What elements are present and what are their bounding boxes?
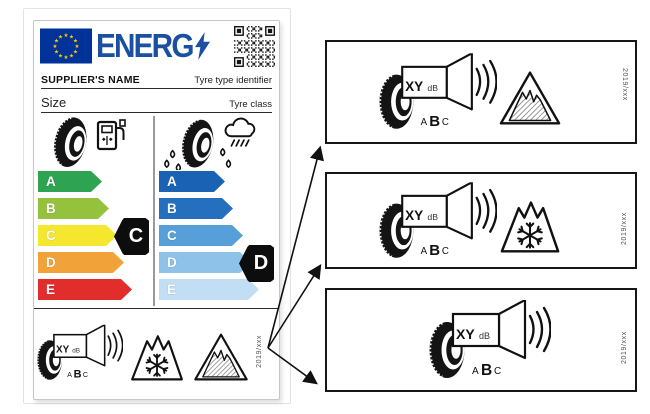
tyre-with-fuel-pump-icon	[36, 116, 152, 170]
svg-text:A: A	[67, 372, 72, 379]
svg-text:A: A	[472, 366, 479, 377]
svg-text:B: B	[74, 369, 82, 381]
regulation-number: 2019/xxx	[621, 331, 628, 364]
fuel-grade-d: D	[38, 252, 124, 273]
column-divider	[153, 116, 155, 306]
wet-grade-c: C	[159, 225, 243, 246]
energy-logo: ENERG	[96, 27, 211, 65]
fuel-grade-scale: A B C D E	[38, 171, 132, 306]
svg-text:★: ★	[58, 34, 63, 41]
pictogram-row: XY dB A B C 2019/xxx	[34, 308, 279, 399]
svg-text:A: A	[421, 246, 428, 257]
svg-text:dB: dB	[427, 212, 438, 222]
svg-text:★: ★	[73, 38, 78, 45]
svg-text:★: ★	[54, 49, 59, 56]
fuel-grade-e: E	[38, 279, 132, 300]
svg-text:C: C	[83, 372, 88, 379]
svg-text:★: ★	[69, 34, 74, 41]
fuel-rating-pointer: C	[114, 218, 149, 255]
wet-grade-b: B	[159, 198, 233, 219]
svg-text:XY: XY	[56, 344, 70, 355]
regulation-number: 2019/xxx	[256, 335, 263, 368]
svg-text:C: C	[442, 117, 449, 128]
svg-text:★: ★	[53, 43, 58, 50]
lightning-bolt-icon	[195, 32, 211, 60]
supplier-row: SUPPLIER'S NAME Tyre type identifier	[41, 69, 272, 89]
callout-noise-only: XY dB A B C 2019/xxx	[325, 288, 637, 392]
snow-grip-icon	[497, 196, 563, 256]
svg-text:B: B	[481, 362, 492, 379]
fuel-grade-a: A	[38, 171, 102, 192]
svg-text:XY: XY	[456, 326, 475, 342]
wet-grade-d: D	[159, 252, 251, 273]
fuel-efficiency-column: A B C D E	[34, 116, 153, 308]
noise-speaker-icon: XY dB A B C	[429, 300, 551, 380]
size-label: Size	[41, 95, 67, 110]
ice-grip-icon	[192, 327, 250, 387]
eu-flag-icon: ★★★★★★★★★★★★	[40, 28, 92, 64]
rating-scales: A B C D E A B C D E	[34, 116, 279, 308]
svg-text:A: A	[421, 117, 428, 128]
fuel-grade-c: C	[38, 225, 117, 246]
size-row: Size Tyre class	[41, 91, 272, 113]
svg-text:★: ★	[64, 54, 69, 61]
tyre-with-rain-cloud-icon	[157, 116, 273, 170]
callout-noise-ice: XY dB A B C 2019/xxx	[325, 40, 637, 144]
tyre-type-identifier: Tyre type identifier	[194, 75, 272, 86]
snow-grip-icon	[128, 327, 186, 387]
svg-text:C: C	[494, 366, 501, 377]
noise-speaker-icon: XY dB A B C	[379, 182, 497, 260]
svg-text:★: ★	[64, 32, 69, 39]
qr-code-icon	[234, 26, 275, 67]
wet-grade-scale: A B C D E	[159, 171, 259, 306]
svg-text:C: C	[442, 246, 449, 257]
svg-text:dB: dB	[427, 83, 438, 93]
svg-text:★: ★	[58, 53, 63, 60]
energy-logo-text: ENERG	[96, 27, 194, 64]
svg-text:B: B	[429, 242, 440, 259]
svg-text:XY: XY	[405, 79, 423, 94]
svg-text:★: ★	[54, 38, 59, 45]
svg-text:XY: XY	[405, 208, 423, 223]
wet-grade-a: A	[159, 171, 225, 192]
fuel-grade-b: B	[38, 198, 109, 219]
tyre-energy-label: ★★★★★★★★★★★★ ENERG SUPPLIER'S NAME Tyre …	[33, 20, 280, 400]
noise-speaker-icon: XY dB A B C	[379, 53, 497, 131]
ice-grip-icon	[497, 68, 563, 128]
callout-noise-snow: XY dB A B C 2019/xxx	[325, 172, 637, 269]
svg-text:★: ★	[73, 49, 78, 56]
wet-grip-column: A B C D E	[155, 116, 279, 308]
supplier-name: SUPPLIER'S NAME	[41, 74, 140, 86]
svg-text:★: ★	[75, 43, 80, 50]
label-header: ★★★★★★★★★★★★ ENERG	[34, 26, 279, 70]
tyre-class-label: Tyre class	[229, 99, 272, 110]
svg-text:B: B	[429, 113, 440, 130]
noise-speaker-icon: XY dB A B C	[37, 317, 123, 381]
regulation-number: 2019/xxx	[621, 68, 628, 101]
wet-grade-e: E	[159, 279, 259, 300]
svg-text:dB: dB	[479, 331, 490, 341]
svg-text:dB: dB	[72, 347, 80, 354]
svg-text:★: ★	[69, 53, 74, 60]
regulation-number: 2019/xxx	[621, 211, 628, 245]
